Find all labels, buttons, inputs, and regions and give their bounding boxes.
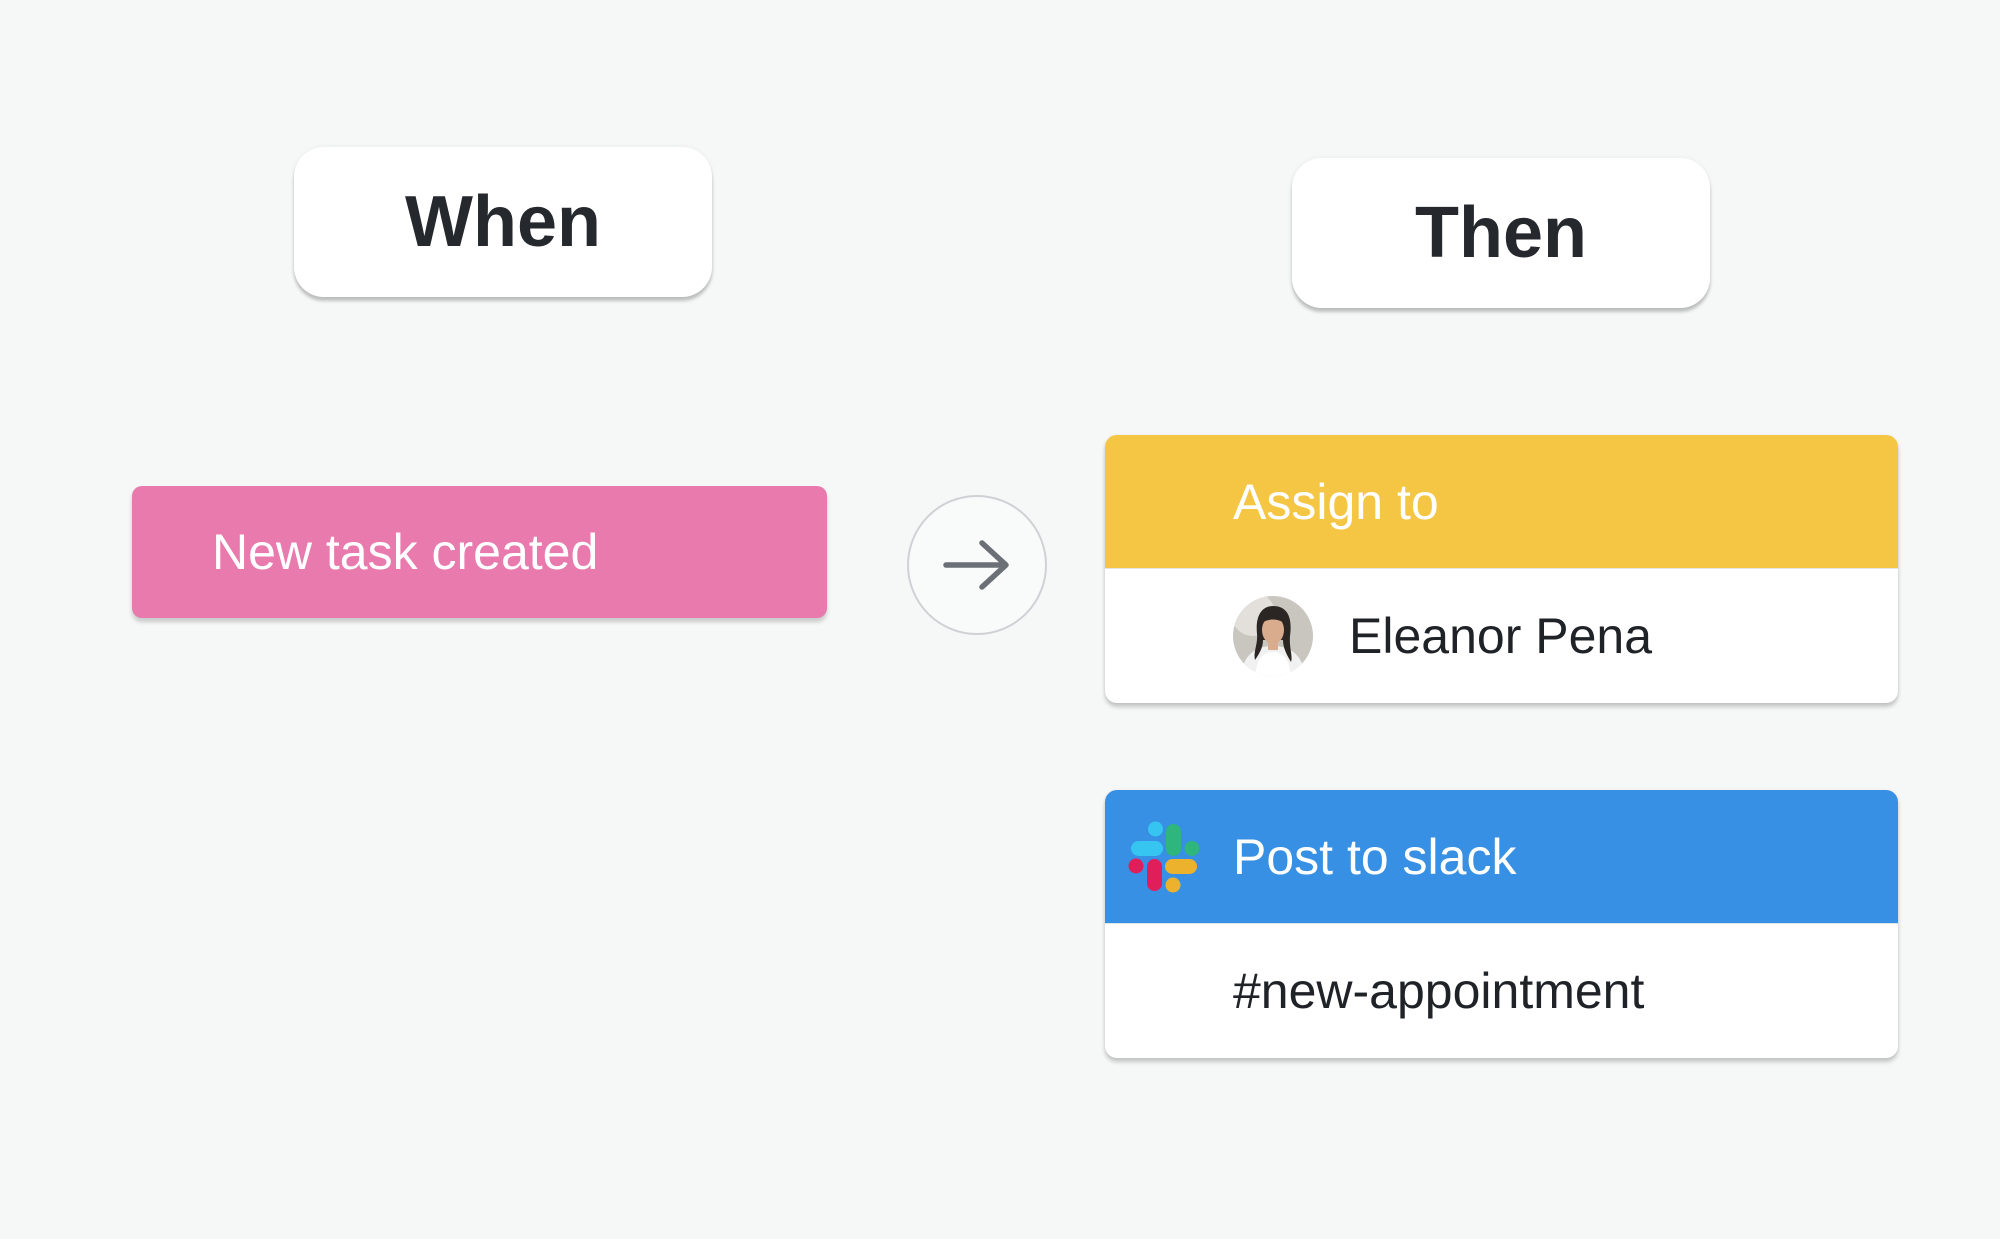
arrow-right-icon [943, 540, 1009, 590]
slack-channel-row[interactable]: #new-appointment [1105, 923, 1898, 1058]
arrow-connector [907, 495, 1047, 635]
slack-icon [1128, 821, 1200, 893]
assign-title: Assign to [1233, 473, 1439, 530]
slack-title: Post to slack [1233, 828, 1517, 885]
assign-header: Assign to [1105, 435, 1898, 568]
action-post-to-slack[interactable]: Post to slack #new-appointment [1105, 790, 1898, 1058]
when-header: When [294, 147, 712, 297]
slack-header: Post to slack [1105, 790, 1898, 923]
assignee-name: Eleanor Pena [1349, 608, 1653, 664]
then-header: Then [1292, 158, 1710, 308]
action-assign-to[interactable]: Assign to Eleanor Pena [1105, 435, 1898, 703]
slack-channel: #new-appointment [1233, 963, 1645, 1019]
user-avatar [1233, 596, 1313, 676]
then-label: Then [1415, 193, 1587, 273]
when-label: When [405, 182, 601, 262]
assignee-row[interactable]: Eleanor Pena [1105, 568, 1898, 703]
avatar [1233, 596, 1313, 676]
trigger-label: New task created [212, 524, 599, 580]
trigger-new-task-created[interactable]: New task created [132, 486, 827, 618]
